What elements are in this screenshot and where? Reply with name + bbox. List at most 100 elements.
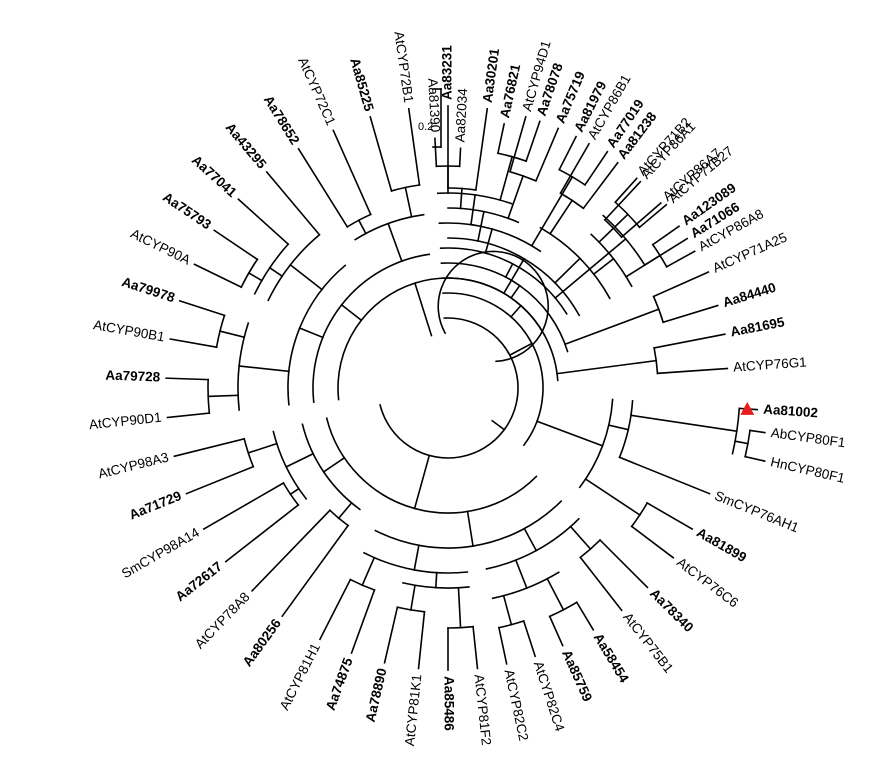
leaf-label: Aa30201 xyxy=(480,47,503,104)
leaf-branch xyxy=(496,122,506,155)
clade-stem xyxy=(509,284,521,300)
clade-stem xyxy=(337,501,353,520)
leaf-label: Aa43295 xyxy=(223,120,270,172)
leaf-label: AtCYP76C6 xyxy=(674,555,741,611)
clade-stem xyxy=(484,228,494,255)
leaf-label: AtCYP82C4 xyxy=(531,659,568,733)
leaf-label: Aa77041 xyxy=(189,152,240,200)
clade-stem xyxy=(523,527,538,552)
leaf-branch xyxy=(166,412,211,419)
leaf-branch xyxy=(509,115,527,173)
clade-stem xyxy=(340,303,363,322)
leaf-branch xyxy=(638,203,668,229)
leaf-label: SmCYP98A14 xyxy=(119,524,202,581)
leaf-label: Aa78890 xyxy=(363,667,390,724)
leaf-branch xyxy=(662,304,719,324)
leaf-branch xyxy=(614,177,638,204)
clade-stem xyxy=(413,544,420,571)
clade-stem xyxy=(413,454,431,510)
clade-stem xyxy=(357,219,367,235)
red-triangle-marker-icon xyxy=(740,401,755,415)
leaf-branch xyxy=(224,503,300,563)
clade-stem xyxy=(491,419,506,431)
leaf-label: AtCYP98A3 xyxy=(97,449,171,481)
leaf-branch xyxy=(178,299,226,317)
clade-arc xyxy=(442,292,544,447)
clade-stem xyxy=(556,359,658,375)
clade-stem xyxy=(361,556,376,587)
leaf-label: Aa81390 xyxy=(425,78,443,133)
leaf-branch xyxy=(383,606,399,664)
clade-stem xyxy=(734,440,749,445)
leaf-branch xyxy=(653,333,726,349)
leaf-label: HnCYP80F1 xyxy=(769,454,846,486)
clade-stem xyxy=(504,262,514,279)
clade-stem xyxy=(238,365,290,373)
leaf-branch xyxy=(534,127,560,182)
leaf-label: AtCYP78A8 xyxy=(192,589,253,651)
leaf-branch xyxy=(434,137,438,168)
leaf-label: Aa71729 xyxy=(127,488,183,522)
leaf-label: Aa84440 xyxy=(721,280,778,310)
leaf-branch xyxy=(656,367,729,375)
leaf-branch xyxy=(202,481,285,531)
clade-stem xyxy=(535,420,604,447)
leaf-branch xyxy=(575,601,595,631)
leaf-label: AtCYP81F2 xyxy=(472,674,494,746)
clade-arc xyxy=(325,417,538,514)
leaf-branch xyxy=(265,170,321,236)
leaf-label: Aa85225 xyxy=(347,56,377,113)
leaf-branch xyxy=(651,225,681,246)
leaf-branch xyxy=(297,147,349,228)
clade-stem xyxy=(404,186,413,218)
clade-stem xyxy=(466,510,474,547)
clade-stem xyxy=(476,210,485,242)
clade-arc xyxy=(337,277,546,401)
leaf-branch xyxy=(665,250,696,268)
leaf-branch xyxy=(618,456,711,495)
leaf-branch xyxy=(522,620,537,658)
leaf-branch xyxy=(169,338,218,349)
clade-stem xyxy=(219,330,246,339)
leaf-branch xyxy=(332,129,372,216)
leaf-branch xyxy=(630,525,675,559)
leaf-label: AtCYP75B1 xyxy=(620,610,676,676)
clade-stem xyxy=(592,257,615,276)
clade-stem xyxy=(508,342,533,357)
leaf-label: AtCYP90A xyxy=(128,226,193,268)
clade-stem xyxy=(499,155,514,202)
clade-stem xyxy=(502,594,513,626)
clade-stem xyxy=(247,442,278,454)
leaf-branch xyxy=(472,625,479,670)
leaf-label: AtCYP81K1 xyxy=(402,674,424,747)
leaf-branch xyxy=(652,271,710,298)
clade-stem xyxy=(630,414,738,433)
leaf-branch xyxy=(548,615,564,647)
clade-stem xyxy=(514,559,528,590)
leaf-label: Aa58454 xyxy=(591,631,632,686)
leaf-branch xyxy=(497,626,508,665)
leaf-label: SmCYP76AH1 xyxy=(713,488,801,535)
leaf-label: AtCYP72B1 xyxy=(391,30,416,103)
leaf-branch xyxy=(525,120,541,163)
clade-stem xyxy=(322,456,346,473)
clade-stem xyxy=(607,424,630,431)
leaf-branch xyxy=(193,263,243,289)
leaf-label: AbCYP80F1 xyxy=(770,425,846,450)
clade-stem xyxy=(289,487,300,496)
leaf-branch xyxy=(407,107,421,186)
leaf-label: Aa78340 xyxy=(647,586,696,635)
clade-stem xyxy=(268,266,284,278)
leaf-branch xyxy=(213,229,259,261)
clade-stem xyxy=(413,282,433,337)
leaf-label: Aa81899 xyxy=(694,525,749,565)
scale-bar-label: 0.2 xyxy=(418,121,433,133)
leaf-branch xyxy=(603,180,642,221)
leaf-branch xyxy=(474,107,489,191)
leaf-label: Aa72617 xyxy=(173,559,225,605)
leaf-label: AtCYP81H1 xyxy=(277,641,323,713)
clade-stem xyxy=(457,586,462,629)
clade-stem xyxy=(553,257,582,284)
clade-stem xyxy=(507,174,525,220)
